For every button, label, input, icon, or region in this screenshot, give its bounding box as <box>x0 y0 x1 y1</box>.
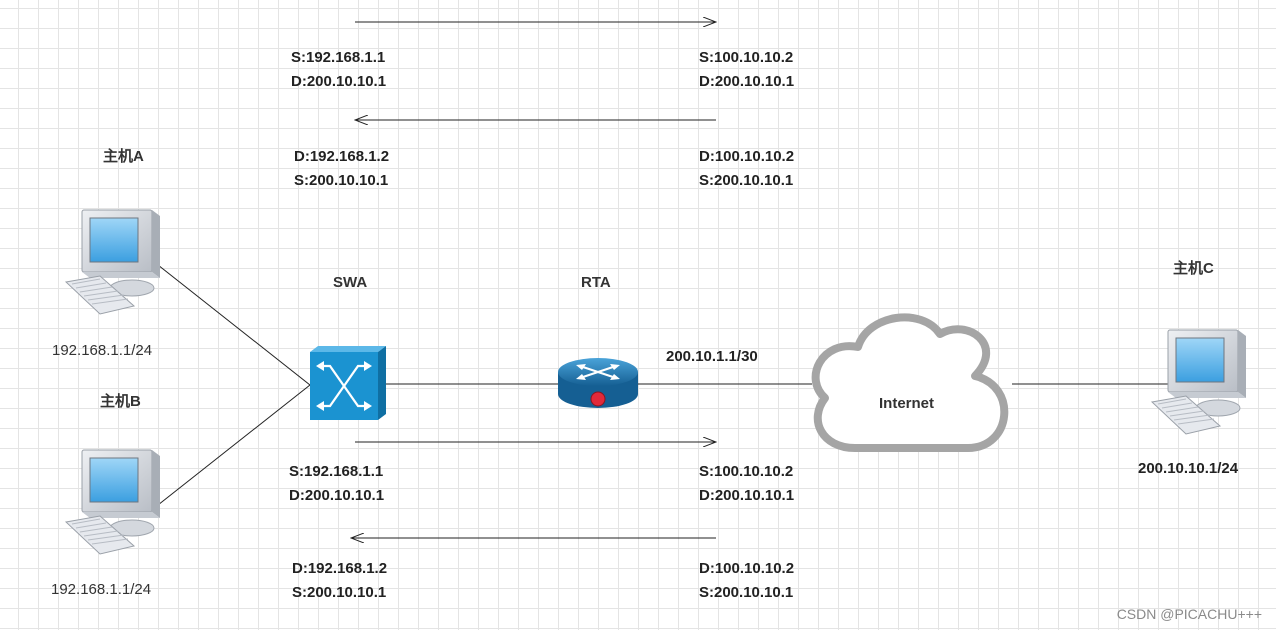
host-c-name: 主机C <box>1173 260 1214 277</box>
bottom-outbound-right-label: S:100.10.10.2 D:200.10.10.1 <box>699 463 795 504</box>
host-a-computer-icon <box>65 209 161 315</box>
router-icon <box>558 358 638 408</box>
bottom-return-left-label: D:192.168.1.2 S:200.10.10.1 <box>292 560 388 601</box>
host-c-computer-icon <box>1151 329 1247 435</box>
host-a-ip: 192.168.1.1/24 <box>52 342 153 359</box>
watermark: CSDN @PICACHU+++ <box>1116 606 1262 622</box>
host-a-name: 主机A <box>103 148 144 165</box>
internet-cloud-icon <box>811 313 1009 452</box>
switch-name: SWA <box>333 274 368 291</box>
link-hostb-swa <box>157 384 311 506</box>
top-outbound-left-label: S:192.168.1.1 D:200.10.10.1 <box>291 49 387 90</box>
host-c-ip: 200.10.10.1/24 <box>1138 460 1239 477</box>
bottom-return-right-label: D:100.10.10.2 S:200.10.10.1 <box>699 560 795 601</box>
top-return-left-label: D:192.168.1.2 S:200.10.10.1 <box>294 148 390 189</box>
router-name: RTA <box>581 274 611 291</box>
host-b-name: 主机B <box>100 393 141 410</box>
host-b-computer-icon <box>65 449 161 555</box>
host-b-ip: 192.168.1.1/24 <box>51 581 152 598</box>
router-wan-ip: 200.10.1.1/30 <box>666 348 758 365</box>
bottom-outbound-left-label: S:192.168.1.1 D:200.10.10.1 <box>289 463 385 504</box>
top-return-right-label: D:100.10.10.2 S:200.10.10.1 <box>699 148 795 189</box>
switch-icon <box>310 346 386 420</box>
link-hosta-swa <box>157 264 311 386</box>
top-outbound-right-label: S:100.10.10.2 D:200.10.10.1 <box>699 49 795 90</box>
internet-label: Internet <box>879 395 935 412</box>
